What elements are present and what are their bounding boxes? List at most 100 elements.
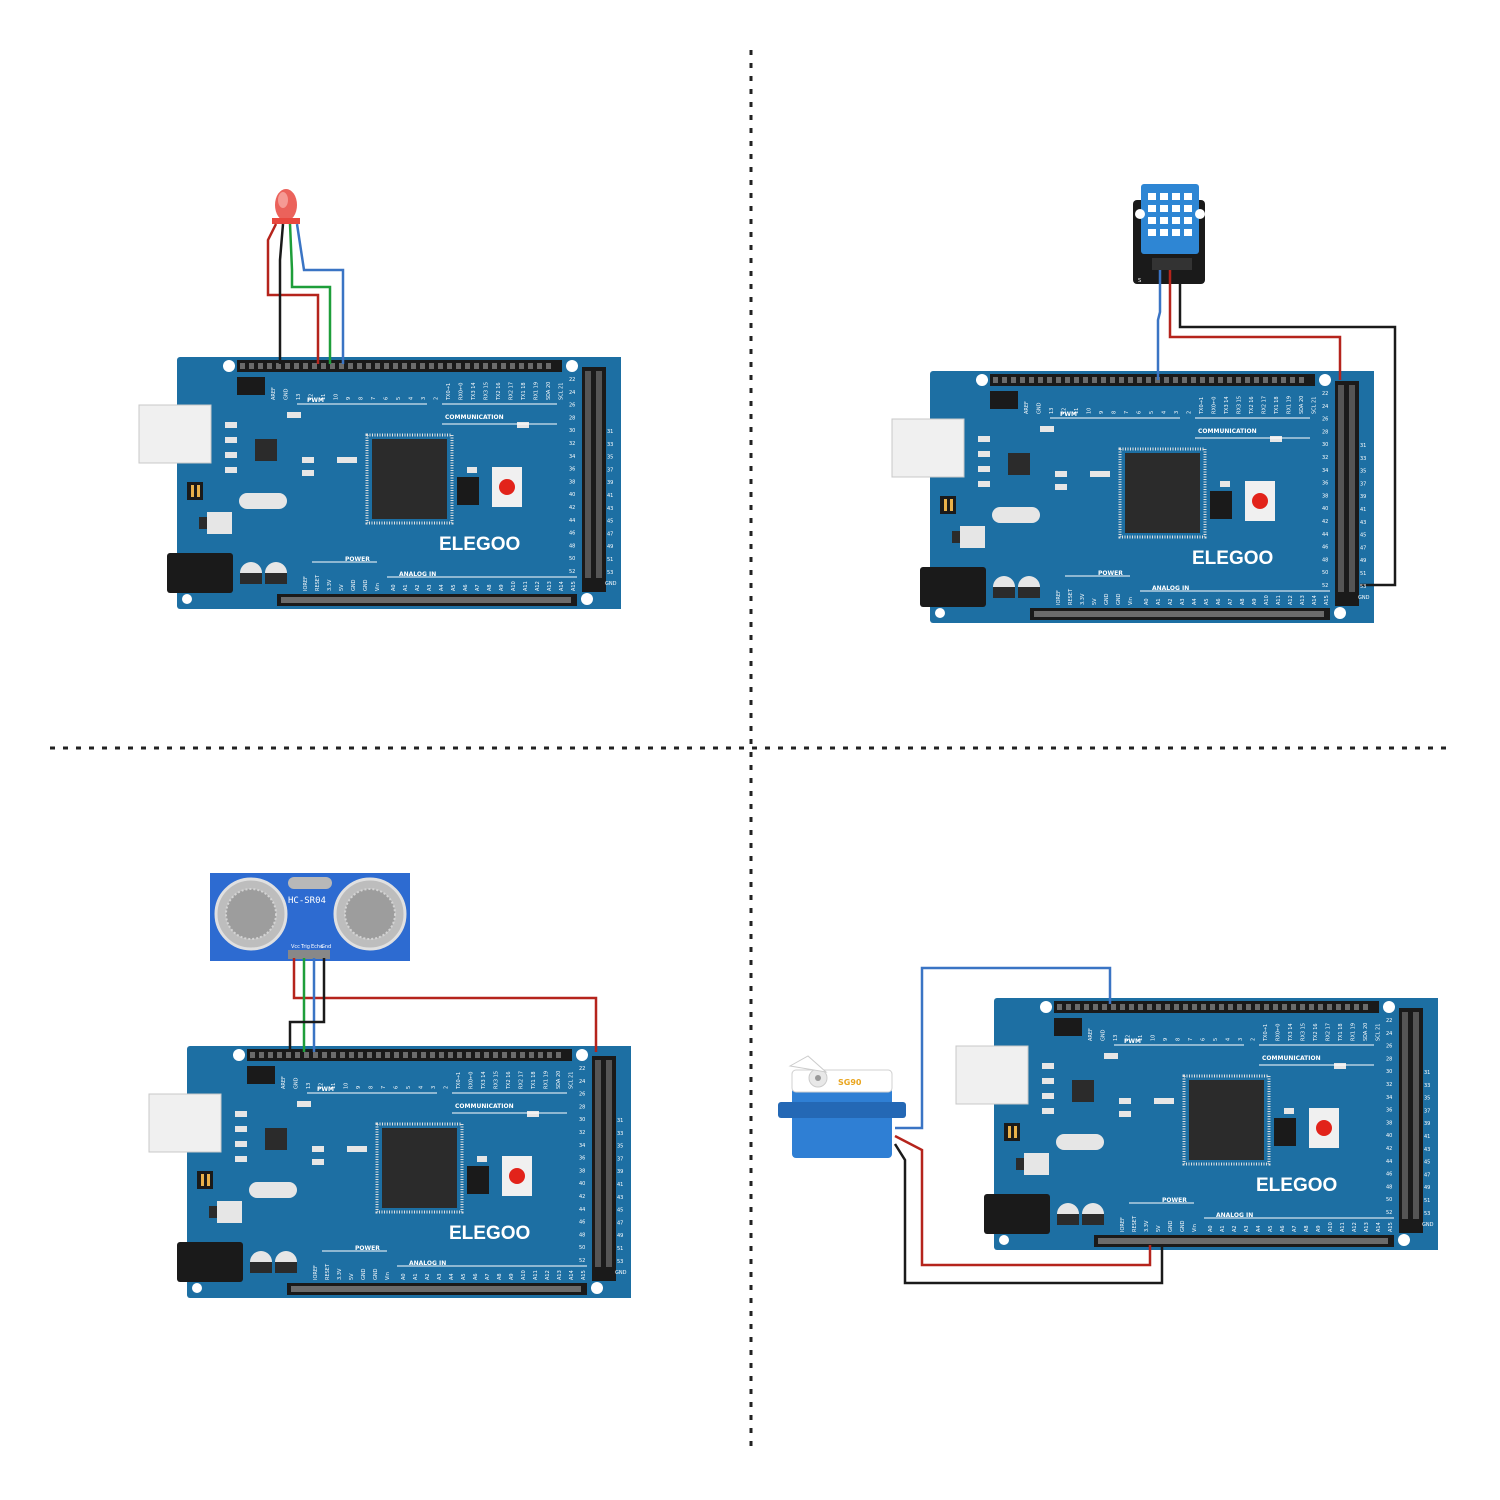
analog-pin-label: A12 xyxy=(1352,1222,1358,1232)
digital-pin-label: 2 xyxy=(444,1086,450,1089)
power-pin-label: RESET xyxy=(315,574,321,591)
right-odd-pin-label: 37 xyxy=(617,1156,623,1162)
digital-pin-label: 7 xyxy=(1188,1038,1194,1041)
right-even-pin-label: 32 xyxy=(569,441,575,447)
analog-pin-label: A14 xyxy=(1376,1222,1382,1232)
right-odd-pin-label: 37 xyxy=(1360,481,1366,487)
right-odd-pin-label: 47 xyxy=(1424,1172,1430,1178)
right-odd-pin-label: 31 xyxy=(617,1118,623,1124)
right-odd-pin-label: 49 xyxy=(617,1233,623,1239)
analog-pin-label: A7 xyxy=(1228,598,1234,605)
right-odd-pin-label: 49 xyxy=(1424,1185,1430,1191)
dht-pin-marker: S xyxy=(1138,278,1141,284)
digital-pin-label: GND xyxy=(1037,402,1043,414)
right-odd-pin-label: 53 xyxy=(617,1259,623,1265)
power-pin-label: RESET xyxy=(1132,1215,1138,1232)
right-even-pin-label: 26 xyxy=(1386,1044,1392,1050)
digital-pin-label: 4 xyxy=(1162,411,1168,414)
right-even-pin-label: 38 xyxy=(1386,1120,1392,1126)
right-even-pin-label: 34 xyxy=(579,1143,585,1149)
analog-pin-label: A9 xyxy=(1252,598,1258,605)
digital-pin-label: TX2 16 xyxy=(506,1071,512,1090)
right-even-pin-label: 36 xyxy=(1386,1108,1392,1114)
analog-pin-label: A6 xyxy=(473,1273,479,1280)
analog-pin-label: A3 xyxy=(1244,1225,1250,1232)
analog-pin-label: A10 xyxy=(511,581,517,591)
analog-pin-label: A4 xyxy=(1192,598,1198,605)
quadrant-dht11: ELEGOO PWM COMMUNICATION POWER ANALOG IN xyxy=(890,184,1397,625)
right-even-pin-label: 24 xyxy=(1322,404,1328,410)
analog-pin-label: A6 xyxy=(463,584,469,591)
right-odd-pin-label: 53 xyxy=(1424,1211,1430,1217)
digital-pin-label: TX1 18 xyxy=(531,1071,537,1090)
pin-vcc-label: Vcc xyxy=(291,944,300,950)
power-pin-label: Vin xyxy=(385,1272,391,1280)
analog-pin-label: A15 xyxy=(1324,595,1330,605)
analog-pin-label: A1 xyxy=(403,584,409,591)
analog-label: ANALOG IN xyxy=(1216,1212,1253,1219)
analog-pin-label: A8 xyxy=(497,1273,503,1280)
power-label: POWER xyxy=(1098,570,1123,577)
analog-pin-label: A5 xyxy=(1268,1225,1274,1232)
right-even-pin-label: 52 xyxy=(579,1258,585,1264)
right-even-pin-label: 26 xyxy=(569,403,575,409)
digital-pin-label: 6 xyxy=(1201,1038,1207,1041)
right-odd-pin-label: 31 xyxy=(1424,1070,1430,1076)
right-even-pin-label: 44 xyxy=(569,518,575,524)
communication-label: COMMUNICATION xyxy=(445,414,504,421)
digital-pin-label: 2 xyxy=(1187,411,1193,414)
quadrant-ultrasonic: ELEGOO PWM COMMUNICATION POWER ANALOG IN… xyxy=(147,873,633,1300)
digital-pin-label: 13 xyxy=(296,394,302,400)
digital-pin-label: 7 xyxy=(371,397,377,400)
digital-pin-label: TX3 14 xyxy=(1224,396,1230,415)
digital-pin-label: RX2 17 xyxy=(509,382,515,400)
board-1-labels: ELEGOO PWM COMMUNICATION POWER ANALOG IN xyxy=(307,397,520,578)
power-pin-label: 5V xyxy=(339,584,345,591)
analog-pin-label: A10 xyxy=(1264,595,1270,605)
digital-pin-label: 8 xyxy=(1112,411,1118,414)
module-model-label: HC-SR04 xyxy=(288,896,326,906)
digital-pin-label: 5 xyxy=(1149,411,1155,414)
analog-pin-label: A13 xyxy=(547,581,553,591)
analog-pin-label: A12 xyxy=(545,1270,551,1280)
right-odd-pin-label: 49 xyxy=(607,544,613,550)
digital-pin-label: 8 xyxy=(359,397,365,400)
right-even-pin-label: 38 xyxy=(569,479,575,485)
digital-pin-label: 5 xyxy=(1213,1038,1219,1041)
right-even-pin-label: 34 xyxy=(1386,1095,1392,1101)
right-even-pin-label: 22 xyxy=(1386,1018,1392,1024)
right-even-pin-label: 50 xyxy=(579,1245,585,1251)
servo-wiring xyxy=(893,966,1164,1285)
analog-pin-label: A9 xyxy=(499,584,505,591)
right-even-pin-label: 48 xyxy=(1386,1184,1392,1190)
analog-pin-label: A8 xyxy=(1304,1225,1310,1232)
power-pin-label: GND xyxy=(351,579,357,591)
analog-pin-label: A5 xyxy=(1204,598,1210,605)
digital-pin-label: 11 xyxy=(1138,1035,1144,1041)
digital-pin-label: SCL 21 xyxy=(1312,397,1318,414)
power-pin-label: RESET xyxy=(325,1263,331,1280)
analog-pin-label: A2 xyxy=(425,1273,431,1280)
digital-pin-label: TX3 14 xyxy=(471,382,477,401)
right-odd-pin-label: 43 xyxy=(607,506,613,512)
right-odd-pin-label: 47 xyxy=(1360,545,1366,551)
power-pin-label: Vin xyxy=(1128,597,1134,605)
digital-pin-label: SCL 21 xyxy=(1376,1024,1382,1041)
right-odd-pin-label: 39 xyxy=(607,480,613,486)
analog-pin-label: A5 xyxy=(451,584,457,591)
digital-pin-label: 10 xyxy=(344,1083,350,1089)
right-odd-pin-label: 33 xyxy=(607,442,613,448)
right-odd-pin-label: 41 xyxy=(607,493,613,499)
power-pin-label: IOREF xyxy=(1056,590,1062,605)
power-pin-label: IOREF xyxy=(313,1265,319,1280)
digital-pin-label: RX2 17 xyxy=(519,1071,525,1089)
analog-pin-label: A11 xyxy=(523,581,529,591)
servo-label: SG90 xyxy=(838,1078,862,1087)
right-even-pin-label: 50 xyxy=(1386,1197,1392,1203)
communication-label: COMMUNICATION xyxy=(1198,428,1257,435)
right-even-pin-label: 40 xyxy=(569,492,575,498)
